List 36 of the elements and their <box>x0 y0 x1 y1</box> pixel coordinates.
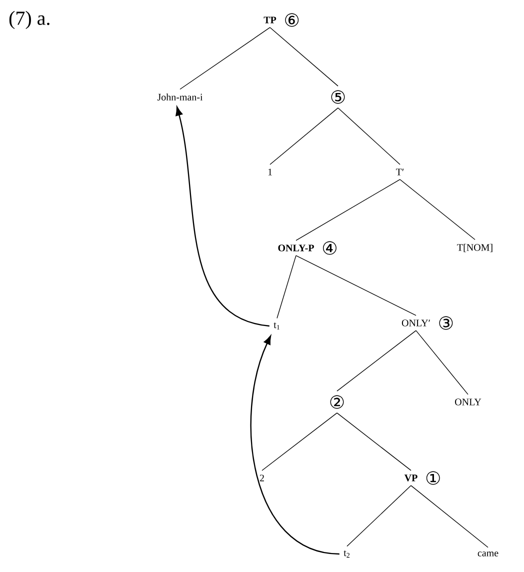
tree-branch <box>296 255 416 316</box>
tree-branch <box>296 179 400 241</box>
tree-branch <box>336 330 416 392</box>
tree-branch <box>276 255 296 319</box>
tree-label: ONLY′ <box>402 320 430 326</box>
circled-number: ③ <box>439 316 453 330</box>
tree-label: TP <box>264 16 276 24</box>
tree-branch <box>262 412 338 471</box>
tree-branch <box>336 412 412 471</box>
circled-number: ② <box>330 395 344 409</box>
tree-branch <box>416 330 468 395</box>
tree-branch <box>338 108 400 165</box>
tree-branch <box>270 27 338 86</box>
circled-number: ④ <box>322 241 336 255</box>
tree-branch <box>346 485 412 547</box>
tree-label: came <box>478 552 498 556</box>
tree-label: 2 <box>260 474 264 482</box>
tree-label: ONLY-P <box>278 244 314 252</box>
tree-branch <box>270 108 338 165</box>
circled-number: ⑥ <box>285 13 299 27</box>
tree-label: t$_{1}$ <box>274 322 280 330</box>
circled-number: ⑤ <box>331 90 345 104</box>
tree-branch <box>410 485 488 548</box>
circled-number: ① <box>426 471 440 485</box>
movement-arrow <box>176 106 270 327</box>
tree-label: John-man-i <box>157 93 203 100</box>
tree-branch <box>400 179 476 240</box>
tree-label: 1 <box>268 168 272 176</box>
example-number: (7) a. <box>9 10 50 30</box>
tree-label: t$_{2}$ <box>344 550 350 558</box>
movement-arrow <box>250 335 340 555</box>
tree-label: T[NOM] <box>457 244 492 252</box>
tree-label: ONLY <box>455 398 482 406</box>
tree-branch <box>180 27 270 90</box>
tree-label: VP <box>404 474 418 482</box>
tree-label: T′ <box>396 168 404 176</box>
